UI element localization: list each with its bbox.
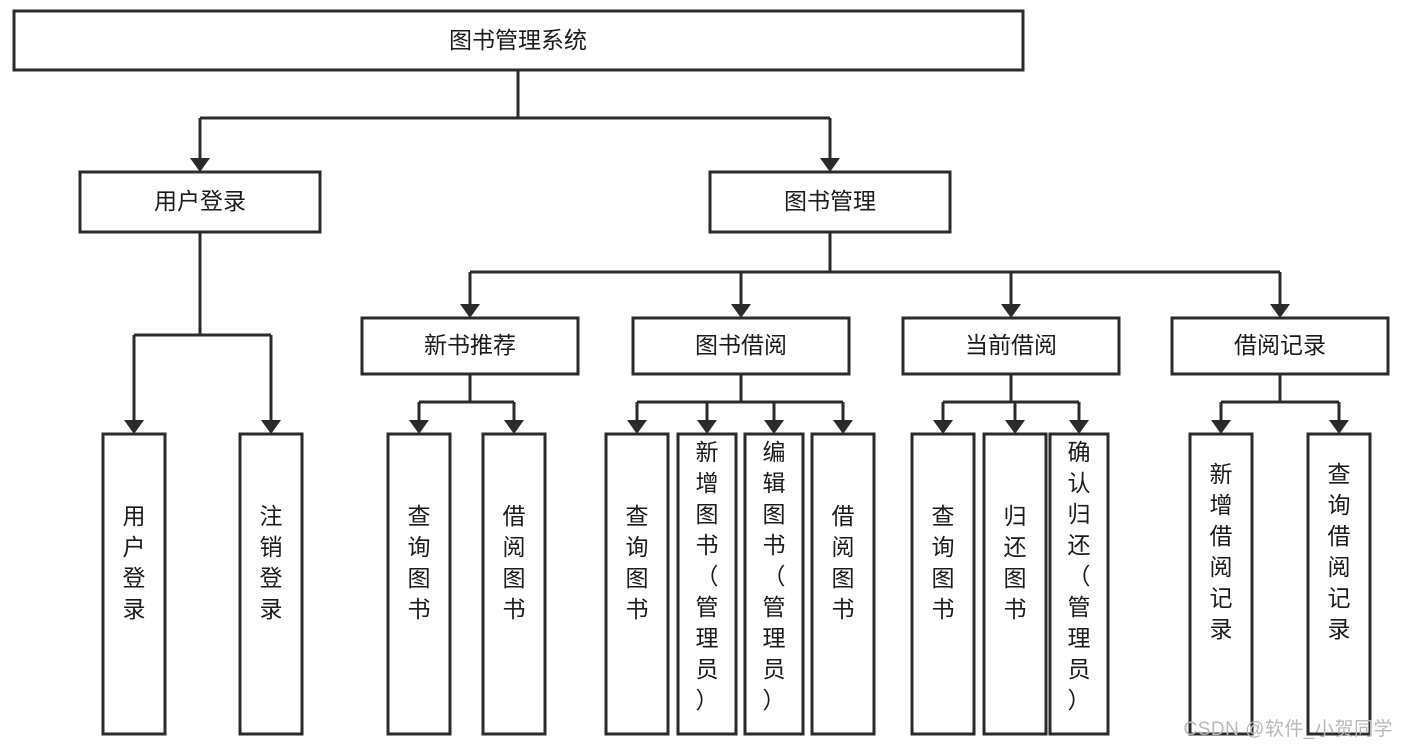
node-leaf-query-book-2[interactable]: 查询图书 [604,432,670,736]
node-leaf-add-book-label: 新增图书（管理员） [696,439,719,713]
node-root-box[interactable] [12,9,1025,72]
node-book-management-box[interactable] [708,170,952,234]
node-user-login-box[interactable] [78,170,322,234]
arrow-nb-l2 [504,420,524,434]
node-user-login-label: 用户登录 [154,188,246,214]
node-leaf-confirm-return[interactable]: 确认归还（管理员） [1048,432,1110,736]
node-leaf-user-login-box[interactable] [101,432,167,736]
node-leaf-borrow-book-2-box[interactable] [810,432,876,736]
node-leaf-borrow-book-2[interactable]: 借阅图书 [810,432,876,736]
arrow-cb-l3 [1069,420,1089,434]
arrow-bb-l2 [697,420,717,434]
node-leaf-borrow-book-2-label: 借阅图书 [832,503,855,622]
node-root[interactable]: 图书管理系统 [12,9,1025,72]
connector-layer [124,70,1349,434]
node-leaf-query-borrow-record[interactable]: 查询借阅记录 [1306,432,1372,736]
node-leaf-return-book-box[interactable] [982,432,1048,736]
arrow-bm-to-current-borrow [1001,304,1021,318]
node-leaf-confirm-return-box[interactable] [1048,432,1110,736]
node-leaf-return-book-label: 归还图书 [1004,503,1027,622]
node-leaf-query-book-1-box[interactable] [386,432,452,736]
node-leaf-borrow-book-1-label: 借阅图书 [503,503,526,622]
node-leaf-edit-book[interactable]: 编辑图书（管理员） [743,432,805,736]
node-book-borrow-box[interactable] [631,316,851,376]
arrow-bb-l3 [764,420,784,434]
node-leaf-query-book-1-label: 查询图书 [408,503,431,622]
arrow-bm-to-borrow-record [1270,304,1290,318]
node-leaf-logout-login-box[interactable] [238,432,304,736]
node-leaf-query-borrow-record-box[interactable] [1306,432,1372,736]
node-borrow-record-label: 借阅记录 [1234,332,1326,358]
arrow-root-to-user-login [190,158,210,172]
node-current-borrow-label: 当前借阅 [965,332,1057,358]
node-leaf-edit-book-box[interactable] [743,432,805,736]
node-leaf-query-book-2-box[interactable] [604,432,670,736]
arrow-cb-l2 [1005,420,1025,434]
node-leaf-add-borrow-record-label: 新增借阅记录 [1210,461,1233,642]
arrow-user-login-l1 [124,420,144,434]
node-leaf-query-book-2-label: 查询图书 [626,503,649,622]
node-root-label: 图书管理系统 [449,27,587,53]
arrow-user-login-l2 [261,420,281,434]
arrow-br-l2 [1329,420,1349,434]
node-leaf-user-login[interactable]: 用户登录 [101,432,167,736]
arrow-root-to-book-management [820,158,840,172]
node-new-book-recommend[interactable]: 新书推荐 [360,316,580,376]
node-borrow-record[interactable]: 借阅记录 [1170,316,1390,376]
node-current-borrow-box[interactable] [901,316,1121,376]
node-current-borrow[interactable]: 当前借阅 [901,316,1121,376]
arrow-bm-to-book-borrow [731,304,751,318]
node-leaf-query-book-3[interactable]: 查询图书 [910,432,976,736]
node-leaf-borrow-book-1[interactable]: 借阅图书 [481,432,547,736]
node-leaf-query-borrow-record-label: 查询借阅记录 [1328,461,1351,642]
node-new-book-recommend-box[interactable] [360,316,580,376]
arrow-bm-to-new-book [460,304,480,318]
arrow-bb-l1 [627,420,647,434]
arrow-cb-l1 [933,420,953,434]
node-borrow-record-box[interactable] [1170,316,1390,376]
node-user-login[interactable]: 用户登录 [78,170,322,234]
node-leaf-add-borrow-record[interactable]: 新增借阅记录 [1188,432,1254,736]
node-book-management[interactable]: 图书管理 [708,170,952,234]
node-leaf-user-login-label: 用户登录 [123,503,146,622]
node-leaf-add-borrow-record-box[interactable] [1188,432,1254,736]
node-new-book-recommend-label: 新书推荐 [424,332,516,358]
node-leaf-query-book-3-label: 查询图书 [932,503,955,622]
node-leaf-confirm-return-label: 确认归还（管理员） [1068,439,1091,713]
node-leaf-query-book-1[interactable]: 查询图书 [386,432,452,736]
node-book-borrow-label: 图书借阅 [695,332,787,358]
node-leaf-return-book[interactable]: 归还图书 [982,432,1048,736]
node-book-borrow[interactable]: 图书借阅 [631,316,851,376]
node-leaf-logout-login[interactable]: 注销登录 [238,432,304,736]
node-leaf-edit-book-label: 编辑图书（管理员） [763,439,786,713]
node-leaf-add-book-box[interactable] [676,432,738,736]
arrow-bb-l4 [833,420,853,434]
node-book-management-label: 图书管理 [784,188,876,214]
node-leaf-query-book-3-box[interactable] [910,432,976,736]
arrow-br-l1 [1211,420,1231,434]
node-leaf-logout-login-label: 注销登录 [260,503,283,622]
arrow-nb-l1 [409,420,429,434]
node-leaf-add-book[interactable]: 新增图书（管理员） [676,432,738,736]
node-leaf-borrow-book-1-box[interactable] [481,432,547,736]
